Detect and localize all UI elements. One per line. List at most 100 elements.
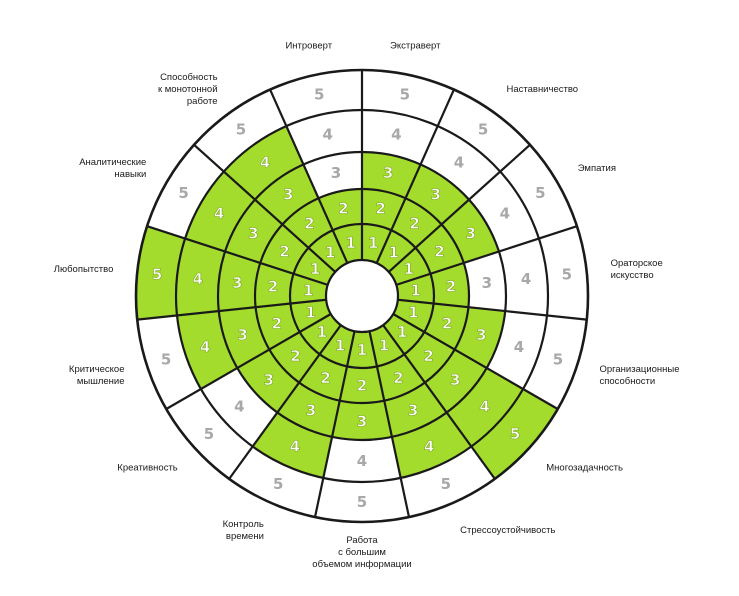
segment-cell bbox=[405, 164, 470, 225]
category-label: Эмпатия bbox=[578, 163, 616, 174]
segment-cell-number: 5 bbox=[273, 475, 283, 493]
segment-cell-number: 2 bbox=[338, 199, 348, 217]
segment-cell-number: 5 bbox=[553, 351, 563, 369]
segment-cell-number: 4 bbox=[193, 270, 203, 288]
segment-cell bbox=[290, 299, 331, 332]
segment-cell-number: 2 bbox=[423, 347, 433, 365]
segment-cell bbox=[229, 446, 324, 518]
segment-cell-number: 2 bbox=[409, 215, 419, 233]
segment-cell-number: 4 bbox=[322, 126, 332, 144]
wheel-spoke bbox=[382, 324, 496, 480]
segment-cell-number: 1 bbox=[389, 243, 399, 261]
segment-cell bbox=[339, 366, 385, 403]
segment-cell bbox=[362, 189, 406, 231]
segment-cell-number: 3 bbox=[264, 371, 274, 389]
segment-cell-number: 4 bbox=[260, 154, 270, 172]
segment-cell-number: 4 bbox=[234, 397, 244, 415]
segment-cell-number: 5 bbox=[204, 425, 214, 443]
wheel-spoke bbox=[313, 330, 356, 518]
wheel-ring bbox=[174, 108, 550, 484]
segment-cell bbox=[400, 446, 495, 518]
segment-cell-number: 3 bbox=[232, 274, 242, 292]
segment-cell-number: 5 bbox=[535, 184, 545, 202]
segment-cell bbox=[469, 171, 539, 252]
segment-cell bbox=[362, 223, 392, 264]
segment-cell bbox=[388, 247, 431, 285]
wheel-ring bbox=[324, 258, 400, 334]
segment-cell-number: 5 bbox=[314, 86, 324, 104]
wheel-spoke bbox=[368, 330, 411, 518]
wheel-spoke bbox=[392, 313, 559, 410]
category-label: Интроверт bbox=[285, 41, 332, 52]
segment-cell bbox=[254, 164, 319, 225]
segment-cell bbox=[293, 247, 336, 285]
segment-cell bbox=[270, 70, 362, 127]
segment-cell-number: 3 bbox=[248, 224, 258, 242]
segment-cell bbox=[415, 224, 464, 274]
category-label: Наставничество bbox=[506, 84, 578, 95]
segment-cell bbox=[347, 331, 377, 369]
segment-cell-number: 5 bbox=[152, 265, 162, 283]
segment-cell bbox=[303, 152, 362, 199]
segment-cell bbox=[332, 400, 392, 440]
segment-cell bbox=[175, 238, 226, 316]
segment-cell-number: 3 bbox=[383, 164, 393, 182]
wheel-spoke bbox=[165, 313, 332, 410]
wheel-spoke bbox=[375, 89, 455, 264]
segment-cell bbox=[362, 152, 421, 199]
segment-cell-number: 1 bbox=[408, 304, 418, 322]
segment-cell-number: 4 bbox=[479, 397, 489, 415]
wheel-spoke bbox=[137, 298, 327, 321]
segment-cell-number: 3 bbox=[357, 413, 367, 431]
segment-cell bbox=[437, 89, 530, 172]
segment-cell-number: 2 bbox=[304, 215, 314, 233]
segment-cell bbox=[225, 199, 283, 263]
segment-cell bbox=[446, 368, 524, 447]
segment-cell bbox=[424, 349, 487, 413]
category-label: Многозадачность bbox=[546, 462, 623, 473]
segment-cell bbox=[369, 325, 405, 367]
segment-cell bbox=[538, 226, 588, 320]
segment-cell-number: 5 bbox=[441, 475, 451, 493]
wheel-ring bbox=[134, 68, 590, 524]
segment-cell-number: 4 bbox=[357, 452, 367, 470]
segment-cell bbox=[318, 189, 362, 231]
segment-cell-number: 3 bbox=[331, 164, 341, 182]
segment-cell bbox=[136, 226, 186, 320]
segment-cell bbox=[391, 412, 472, 478]
segment-cell bbox=[393, 299, 434, 332]
segment-cell-number: 1 bbox=[379, 336, 389, 354]
segment-cell-number: 4 bbox=[214, 205, 224, 223]
segment-cell-number: 2 bbox=[375, 199, 385, 217]
segment-cell bbox=[218, 307, 270, 368]
segment-cell bbox=[430, 262, 469, 308]
segment-cell-number: 3 bbox=[283, 185, 293, 203]
segment-cell bbox=[137, 315, 201, 409]
segment-cell-number: 3 bbox=[482, 274, 492, 292]
segment-cell bbox=[315, 477, 409, 522]
segment-cell-number: 1 bbox=[404, 260, 414, 278]
segment-cell bbox=[376, 230, 416, 272]
segment-cell bbox=[147, 144, 224, 239]
segment-cell bbox=[289, 273, 328, 304]
segment-cell-number: 5 bbox=[236, 120, 246, 138]
segment-cell-number: 2 bbox=[272, 315, 282, 333]
segment-cell bbox=[500, 144, 577, 239]
segment-cell-number: 2 bbox=[393, 369, 403, 387]
segment-cell-number: 1 bbox=[335, 336, 345, 354]
wheel-category-labels: ЭкстравертНаставничествоЭмпатияОраторско… bbox=[54, 41, 680, 570]
segment-cell-number: 5 bbox=[478, 120, 488, 138]
segment-cell bbox=[260, 224, 309, 274]
segment-cell bbox=[308, 230, 348, 272]
segment-cell-number: 2 bbox=[279, 242, 289, 260]
segment-cell bbox=[362, 110, 438, 165]
segment-cell bbox=[223, 126, 304, 200]
category-label: Любопытство bbox=[54, 264, 114, 275]
segment-cell-number: 1 bbox=[346, 234, 356, 252]
wheel-spoke bbox=[193, 143, 336, 273]
segment-cell bbox=[454, 307, 506, 368]
